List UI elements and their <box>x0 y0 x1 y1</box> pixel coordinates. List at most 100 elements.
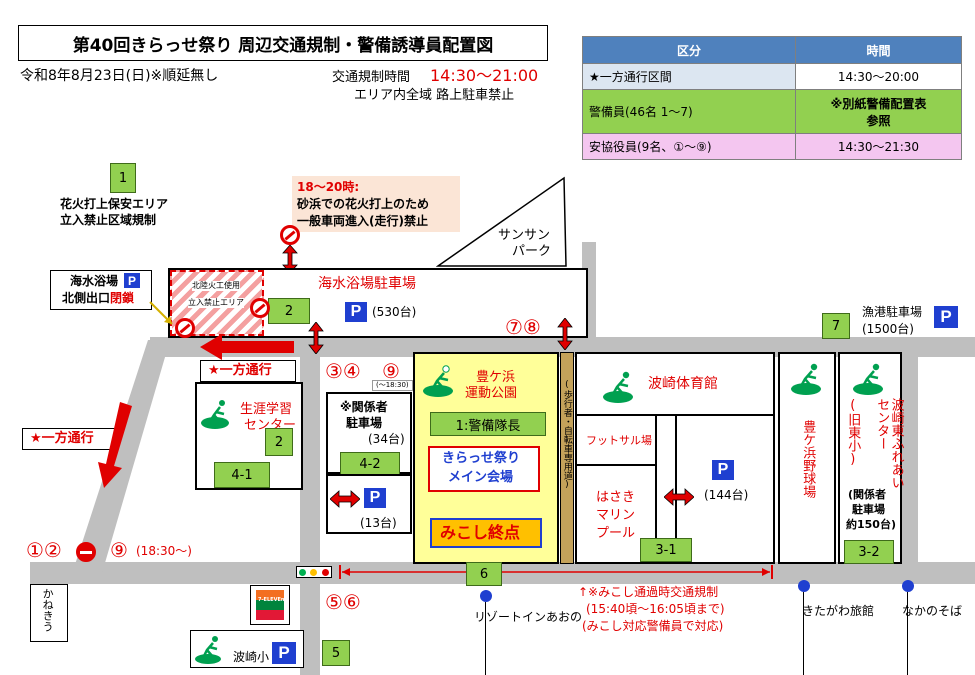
fureai-person-icon <box>853 363 883 395</box>
beach-parking-name: 海水浴場駐車場 <box>318 276 416 292</box>
nakano-line <box>907 592 908 675</box>
beach-north-exit-label-1: 海水浴場 <box>70 274 119 288</box>
notice-time: 18〜20時: <box>297 180 360 194</box>
pedestrian-path-label: (歩行者・自転車専用道) <box>561 380 572 490</box>
no-entry-sign-striped <box>250 298 270 318</box>
notice-line-2: 一般車両進入(走行)禁止 <box>297 214 428 228</box>
staff-parking-label-2: 駐車場 <box>346 416 383 430</box>
school-p-icon: P <box>272 642 296 664</box>
oneway-label-left: ★一方通行 <box>30 431 94 446</box>
marshal-1-2: ①② <box>26 538 62 562</box>
no-entry-sign-lower <box>76 542 96 562</box>
fureai-center <box>838 352 902 564</box>
marshal-5-6: ⑤⑥ <box>325 590 361 614</box>
marshal-9-b-note: (〜18:30) <box>372 380 413 391</box>
guard-5-marker: 5 <box>322 640 350 666</box>
fureai-staff-label-1: (関係者 <box>848 488 887 501</box>
guard-6-marker: 6 <box>466 562 502 586</box>
kitagawa-line <box>803 592 804 675</box>
resort-label: リゾートインあおの <box>474 610 583 624</box>
legend-header-category: 区分 <box>582 36 796 64</box>
mikoshi-note-2: (15:40頃〜16:05頃まで) <box>586 602 725 616</box>
regulation-time-label: 交通規制時間 <box>332 70 411 85</box>
kaneki-building <box>30 584 68 642</box>
marshal-9: ⑨ <box>110 538 128 562</box>
pool-label-1: はさき <box>596 490 636 505</box>
regulation-time: 14:30〜21:00 <box>430 66 539 85</box>
notice-box <box>292 176 460 232</box>
fureai-label: 波崎東ふれあいセンター <box>874 398 904 489</box>
gym-label: 波崎体育館 <box>648 376 718 392</box>
oneway-label-upper-box <box>200 360 296 382</box>
guard-3-2-marker: 3-2 <box>844 540 894 564</box>
traffic-light-green <box>299 568 307 576</box>
staff-parking-p-icon: P <box>364 488 386 508</box>
staff-parking-capacity-2: (13台) <box>360 516 397 530</box>
main-venue-label-2: メイン会場 <box>448 470 514 485</box>
road-vertical-far-right <box>900 345 918 570</box>
pedestrian-path <box>560 352 574 564</box>
guard-4-1-marker: 4-1 <box>214 462 270 488</box>
park-name-2: 運動公園 <box>465 386 518 401</box>
double-arrow-78 <box>557 318 573 350</box>
beach-north-exit-closed: 閉鎖 <box>110 291 135 305</box>
legend-row-marshals: 安協役員(9名、①〜⑨) <box>582 133 796 160</box>
traffic-light-yellow <box>310 568 318 576</box>
guard-2-top-marker: 2 <box>268 298 310 324</box>
baseball-label: 豊ケ浜野球場 <box>800 420 816 498</box>
beach-north-exit-p-icon: P <box>124 273 140 288</box>
guard-1-marker: 1 <box>110 163 136 193</box>
legend-header-time: 時間 <box>795 36 962 64</box>
beach-north-exit-label-2: 北側出口閉鎖 <box>62 291 134 306</box>
nakano-label: なかのそば <box>902 604 963 618</box>
legend-table: 区分 時間 ★一方通行区間 14:30〜20:00 警備員(46名 1〜7) ※… <box>582 36 962 160</box>
staff-parking-label-1: ※関係者 <box>340 400 388 414</box>
no-entry-sign-top <box>280 225 300 245</box>
resort-line <box>485 602 486 675</box>
guard-hq-marker: 1:警備隊長 <box>430 412 546 436</box>
beach-north-exit-label-2a: 北側出口 <box>62 291 111 305</box>
marshal-7-8: ⑦⑧ <box>505 315 541 339</box>
fishing-port-parking-capacity: (1500台) <box>862 322 914 336</box>
fishing-port-p-icon: P <box>934 306 958 328</box>
sansan-park-label-2: パーク <box>512 244 552 259</box>
learning-center-label-1: 生涯学習 <box>240 402 293 417</box>
mikoshi-end-box <box>430 518 542 548</box>
no-entry-sign-exit <box>175 318 195 338</box>
guard-2-center-marker: 2 <box>265 428 293 456</box>
exit-pointer-arrow <box>149 301 173 325</box>
mikoshi-end-label: みこし終点 <box>440 523 521 542</box>
fureai-staff-label-2: 駐車場 <box>852 503 885 516</box>
school-label: 波崎小 <box>233 650 270 664</box>
beach-parking-capacity: (530台) <box>372 305 417 319</box>
gym-building <box>575 352 775 416</box>
road-main-lower <box>30 562 975 584</box>
guard-3-1-marker: 3-1 <box>640 538 692 562</box>
double-arrow-beach-exit <box>308 322 324 354</box>
fireworks-zone-label-2: 立入禁止区域規制 <box>60 213 157 227</box>
kaneki-label: かねきう <box>41 588 55 632</box>
traffic-light <box>296 566 332 578</box>
marshal-9-b: ⑨ <box>382 359 400 383</box>
fureai-staff-label-3: 約150台) <box>846 518 896 531</box>
futsal-label: フットサル場 <box>586 434 652 447</box>
guard-7-marker: 7 <box>822 313 850 339</box>
park-name-1: 豊ケ浜 <box>476 370 516 385</box>
legend-row-oneway-time: 14:30〜20:00 <box>795 63 962 90</box>
double-arrow-staff <box>330 490 360 508</box>
striped-area-label-2: 立入禁止エリア <box>188 298 244 308</box>
seven-eleven-logo <box>256 590 284 620</box>
marshal-3-4: ③④ <box>325 359 361 383</box>
mikoshi-note-3: (みこし対応警備員で対応) <box>582 619 724 633</box>
pool-label-3: プール <box>596 526 636 541</box>
road-vertical-center <box>300 345 320 675</box>
legend-row-guards-time: ※別紙警備配置表 参照 <box>795 89 962 134</box>
guard-4-2-marker: 4-2 <box>340 452 400 476</box>
mikoshi-regulation-line <box>339 565 773 579</box>
legend-row-guards: 警備員(46名 1〜7) <box>582 89 796 134</box>
baseball-person-icon <box>791 363 821 395</box>
regulation-area: エリア内全域 路上駐車禁止 <box>354 88 515 103</box>
oneway-arrow-diagonal <box>98 402 132 488</box>
park-person-icon <box>423 365 453 397</box>
beach-parking-p-icon: P <box>345 302 367 322</box>
